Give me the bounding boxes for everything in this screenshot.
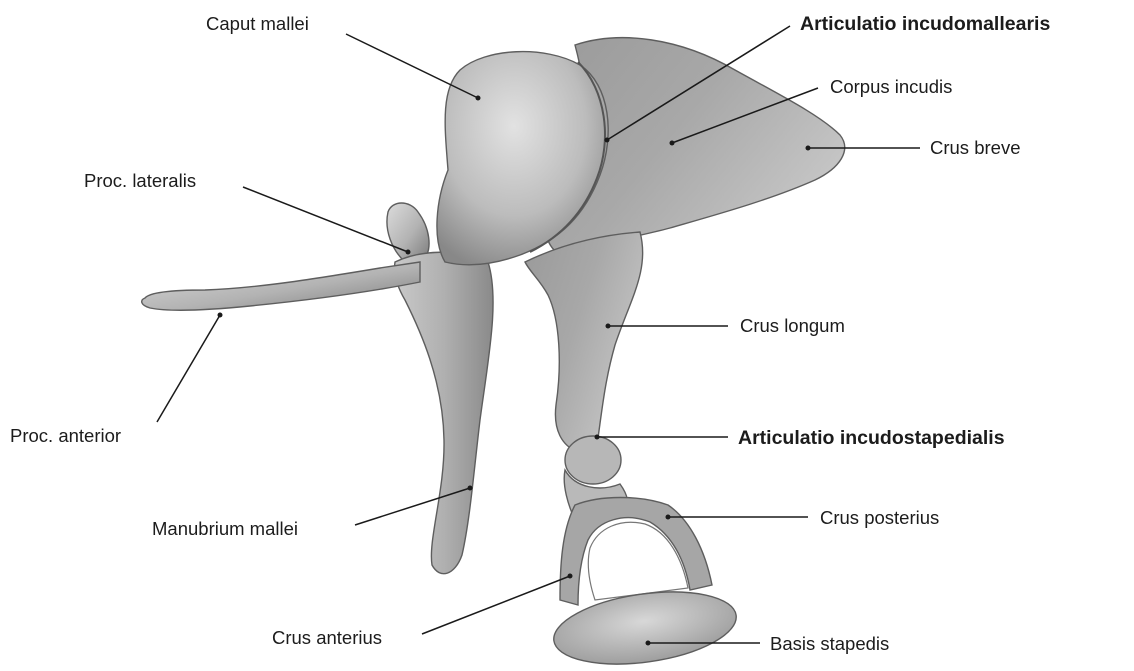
processus-lenticularis-shape <box>565 436 621 484</box>
leader-proc-lateralis <box>243 187 408 252</box>
label-articulatio-incudostapedialis: Articulatio incudostapedialis <box>738 427 1005 449</box>
label-proc-lateralis: Proc. lateralis <box>84 170 196 191</box>
label-crus-longum: Crus longum <box>740 315 845 336</box>
label-caput-mallei: Caput mallei <box>206 13 309 34</box>
label-crus-breve: Crus breve <box>930 137 1020 158</box>
manubrium-mallei-shape <box>395 252 494 573</box>
stapes <box>549 470 741 671</box>
leader-crus-anterius <box>422 576 570 634</box>
leader-caput-mallei <box>346 34 478 98</box>
label-basis-stapedis: Basis stapedis <box>770 633 889 654</box>
label-crus-anterius: Crus anterius <box>272 627 382 648</box>
proc-anterior-shape <box>142 262 420 310</box>
label-proc-anterior: Proc. anterior <box>10 425 121 446</box>
label-manubrium-mallei: Manubrium mallei <box>152 518 298 539</box>
label-crus-posterius: Crus posterius <box>820 507 939 528</box>
crus-longum-shape <box>525 232 643 452</box>
leader-proc-anterior <box>157 315 220 422</box>
malleus <box>142 52 608 574</box>
label-articulatio-incudomallearis: Articulatio incudomallearis <box>800 13 1050 35</box>
label-corpus-incudis: Corpus incudis <box>830 76 952 97</box>
